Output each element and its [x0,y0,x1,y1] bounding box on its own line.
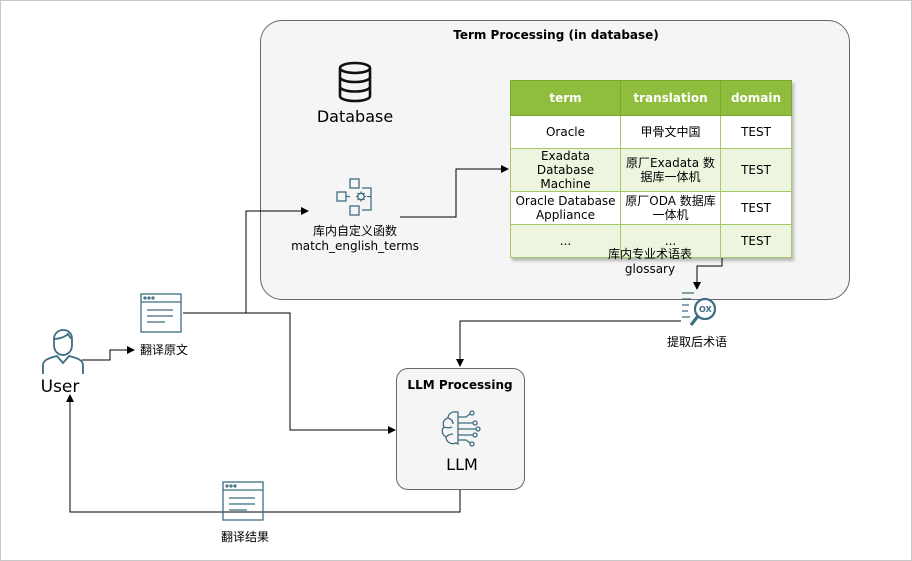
function-flow-icon [336,178,372,216]
result-document-label: 翻译结果 [220,530,270,544]
glossary-caption-line2: glossary [624,262,676,276]
table-row: Oracle 甲骨文中国 TEST [510,115,792,149]
header-translation: translation [620,80,721,116]
result-document-icon [222,481,264,521]
arrow-terms-to-llm [456,320,681,367]
term-cell: Exadata Database Machine [510,148,621,192]
arrow-function-to-glossary [400,165,509,218]
llm-label: LLM [446,455,478,474]
arrow-user-to-source [82,346,135,361]
extracted-terms-label: 提取后术语 [666,335,728,349]
arrow-llm-to-user [66,394,461,513]
glossary-header-row: term translation domain [510,80,792,116]
translation-cell: 甲骨文中国 [620,115,721,149]
term-processing-title: Term Processing (in database) [453,28,659,42]
function-label-line1: 库内自定义函数 [312,224,397,238]
llm-processing-title: LLM Processing [407,378,513,392]
domain-cell: TEST [720,115,792,149]
user-icon [42,329,84,374]
glossary-caption: 库内专业术语表 glossary [608,247,692,277]
arrow-source-to-function [183,207,309,314]
term-cell: Oracle Database Appliance [510,191,621,225]
glossary-caption-line1: 库内专业术语表 [607,247,693,261]
header-term: term [510,80,621,116]
ai-brain-icon [441,410,481,447]
glossary-table: term translation domain Oracle 甲骨文中国 TES… [510,80,792,258]
function-label-line2: match_english_terms [291,239,419,253]
translation-cell: 原厂ODA 数据库一体机 [620,191,721,225]
table-row: Oracle Database Appliance 原厂ODA 数据库一体机 T… [510,191,792,225]
header-domain: domain [720,80,792,116]
user-label: User [40,377,80,397]
function-label: 库内自定义函数 match_english_terms [291,224,419,254]
domain-cell: TEST [720,191,792,225]
arrow-source-to-llm [183,312,396,434]
table-row: ... ... TEST [510,224,792,258]
term-search-icon: OX [682,292,717,326]
translation-cell: ... [620,224,721,258]
svg-text:OX: OX [699,305,713,314]
term-cell: ... [510,224,621,258]
domain-cell: TEST [720,148,792,192]
table-row: Exadata Database Machine 原厂Exadata 数据库一体… [510,148,792,192]
term-cell: Oracle [510,115,621,149]
source-document-label: 翻译原文 [139,343,189,357]
source-document-icon [140,293,182,333]
database-label: Database [316,107,394,126]
domain-cell: TEST [720,224,792,258]
translation-cell: 原厂Exadata 数据库一体机 [620,148,721,192]
database-icon [338,61,372,103]
